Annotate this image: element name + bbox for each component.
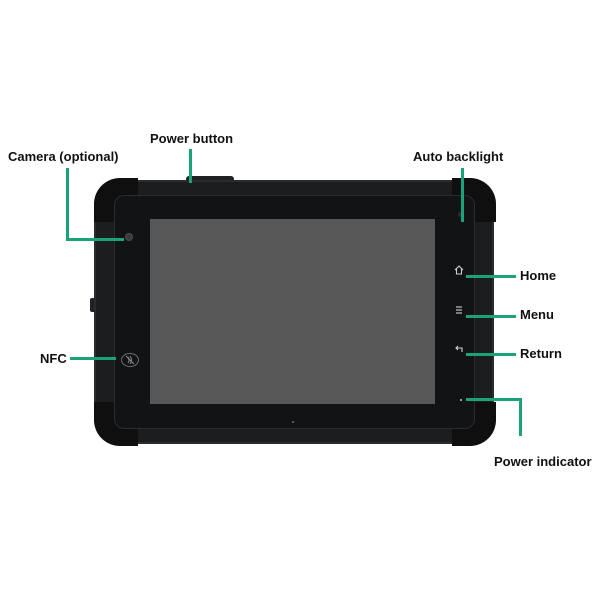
display-screen (150, 219, 435, 404)
return-icon (452, 342, 466, 356)
leader-power-button (189, 149, 192, 183)
menu-icon (452, 303, 466, 317)
label-power-indicator: Power indicator (494, 454, 592, 469)
label-return: Return (520, 346, 562, 361)
light-sensor (458, 212, 463, 217)
leader-nfc (70, 357, 116, 360)
leader-power-indicator-horizontal (466, 398, 522, 401)
side-port (90, 298, 96, 312)
power-led (460, 399, 462, 401)
leader-menu (466, 315, 516, 318)
leader-camera-vertical (66, 168, 69, 240)
microphone-hole (292, 421, 294, 423)
leader-return (466, 353, 516, 356)
label-nfc: NFC (40, 351, 67, 366)
label-menu: Menu (520, 307, 554, 322)
leader-power-indicator-vertical (519, 398, 522, 436)
nfc-icon (121, 353, 139, 367)
label-camera: Camera (optional) (8, 149, 119, 164)
home-icon (452, 263, 466, 277)
leader-camera-horizontal (66, 238, 124, 241)
power-button-hardware (186, 176, 234, 182)
label-power-button: Power button (150, 131, 234, 146)
camera-lens (126, 234, 132, 240)
label-auto-backlight: Auto backlight (413, 149, 504, 164)
label-home: Home (520, 268, 557, 283)
leader-home (466, 275, 516, 278)
leader-auto-backlight (461, 168, 464, 222)
